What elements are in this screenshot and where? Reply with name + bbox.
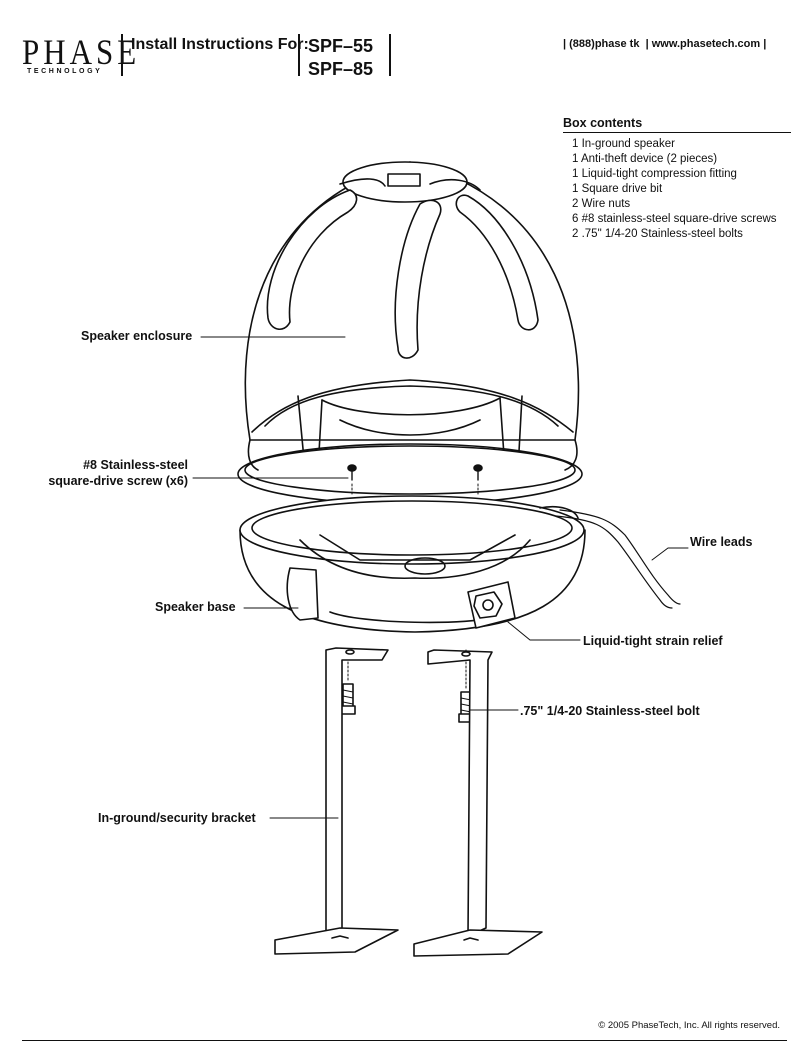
header-divider (389, 34, 391, 76)
callout-stainless-screw: #8 Stainless-steel square-drive screw (x… (48, 458, 188, 489)
brand-logo: PHASE (22, 31, 141, 72)
contact-divider: | (563, 38, 567, 50)
callout-speaker-enclosure: Speaker enclosure (81, 329, 193, 343)
list-item: 1 Liquid-tight compression fitting (572, 168, 737, 180)
callout-speaker-base: Speaker base (155, 600, 236, 614)
speaker-enclosure-drawing (244, 161, 580, 471)
callout-wire-leads: Wire leads (690, 535, 753, 549)
contact-divider: | (645, 38, 649, 50)
brand-logo-subtitle: TECHNOLOGY (27, 68, 103, 75)
speaker-base-drawing (239, 495, 586, 633)
header-divider (298, 34, 300, 76)
callout-security-bracket: In-ground/security bracket (98, 811, 256, 825)
box-contents-title: Box contents (563, 116, 643, 130)
box-contents-list: 1 In-ground speaker 1 Anti-theft device … (572, 137, 777, 242)
callout-line: #8 Stainless-steel (83, 458, 188, 472)
strain-relief-drawing (467, 581, 516, 629)
callout-stainless-bolt: .75" 1/4-20 Stainless-steel bolt (520, 704, 700, 718)
list-item: 6 #8 stainless-steel square-drive screws (572, 213, 777, 225)
enclosure-flange-drawing (237, 439, 583, 505)
box-contents-rule (563, 132, 791, 133)
security-bracket-drawing (274, 647, 543, 957)
list-item: 1 Square drive bit (572, 183, 663, 195)
install-title: Install Instructions For: (131, 36, 309, 53)
callout-leader-lines (192, 336, 689, 819)
phone-number: (888)phase tk (569, 38, 640, 50)
stainless-screws-drawing (347, 464, 483, 495)
contact-divider: | (763, 38, 767, 50)
list-item: 1 Anti-theft device (2 pieces) (572, 153, 718, 165)
model-name: SPF–55 (308, 36, 374, 56)
list-item: 2 Wire nuts (572, 198, 631, 210)
callout-strain-relief: Liquid-tight strain relief (583, 634, 723, 648)
footer-rule (22, 1040, 787, 1041)
contact-line: | (888)phase tk | www.phasetech.com | (563, 38, 766, 50)
wire-leads-drawing (555, 509, 681, 609)
website-link[interactable]: www.phasetech.com (651, 38, 761, 50)
header-divider (121, 34, 123, 76)
model-name: SPF–85 (308, 59, 374, 79)
list-item: 1 In-ground speaker (572, 138, 675, 150)
list-item: 2 .75" 1/4-20 Stainless-steel bolts (572, 228, 743, 240)
stainless-bolts-drawing (340, 649, 474, 723)
callout-line: square-drive screw (x6) (48, 473, 188, 488)
copyright-notice: © 2005 PhaseTech, Inc. All rights reserv… (598, 1020, 780, 1031)
